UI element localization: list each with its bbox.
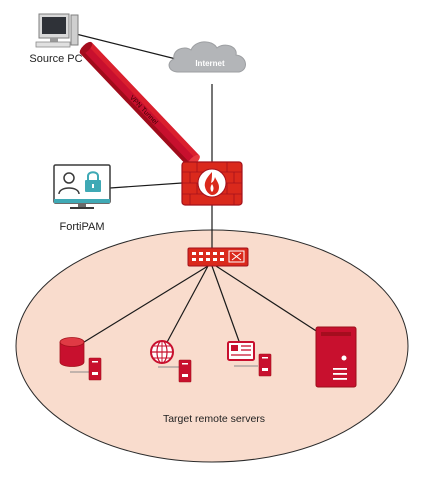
line-switch-tower [215,265,325,337]
network-switch-icon [187,247,249,267]
line-fortipam-firewall [109,182,183,189]
cloud-icon [168,41,246,73]
line-switch-web [164,265,209,347]
desktop-pc-icon [35,13,79,48]
firewall-icon [181,161,243,206]
target-servers-label: Target remote servers [163,413,265,425]
database-server-icon [59,337,102,381]
connection-lines [71,32,325,348]
line-switch-db [75,265,209,348]
web-server-icon [150,340,192,383]
fortipam-label: FortiPAM [59,221,104,233]
tower-server-icon [315,326,357,388]
app-server-icon [227,341,272,377]
line-switch-app [211,265,241,345]
internet-label: Internet [195,59,225,68]
fortipam-monitor-icon [53,164,111,209]
source-pc-label: Source PC [29,53,82,65]
line-pc-internet [71,32,181,61]
